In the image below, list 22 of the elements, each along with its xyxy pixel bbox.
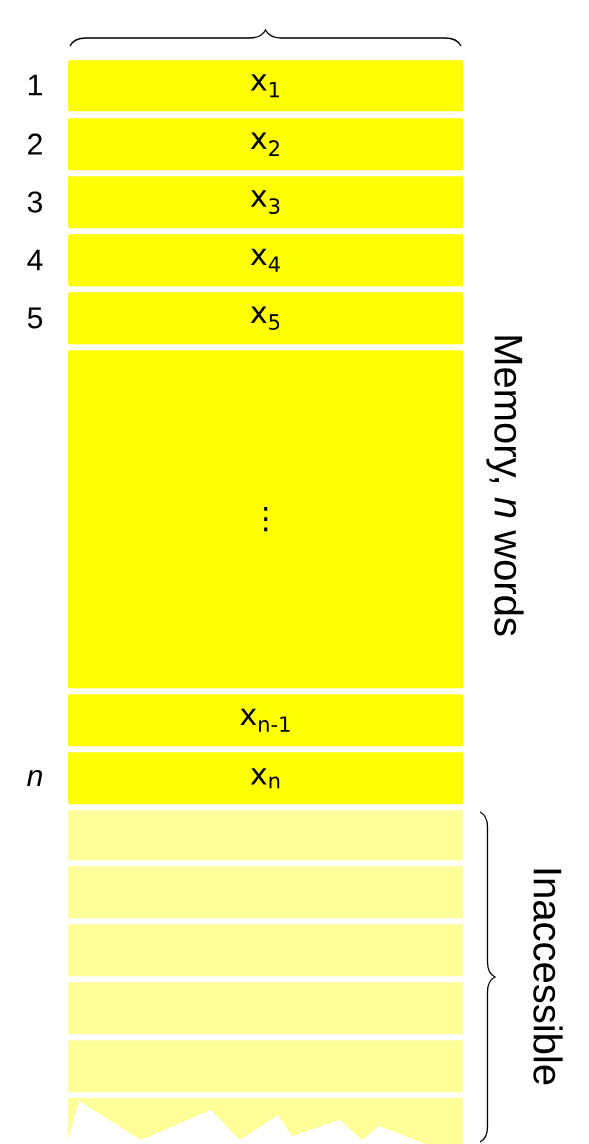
memory-cell: x$_{2}$ bbox=[68, 118, 464, 171]
memory-cell: x$_{n}$ bbox=[68, 752, 464, 805]
memory-cell: x$_{3}$ bbox=[68, 176, 464, 229]
row-number: 5 bbox=[27, 307, 43, 329]
torn-memory-cell bbox=[68, 1098, 463, 1144]
memory-cell: x$_{4}$ bbox=[68, 234, 464, 287]
memory-cell: x$_{1}$ bbox=[68, 60, 464, 112]
memory-cell bbox=[68, 982, 464, 1035]
row-number: 3 bbox=[27, 191, 43, 213]
memory-cell bbox=[68, 1040, 464, 1093]
row-number: 2 bbox=[28, 133, 42, 155]
row-number: 4 bbox=[27, 249, 43, 271]
memory-cell: x$_{n-1}$ bbox=[68, 694, 464, 747]
row-number: n bbox=[27, 769, 42, 787]
memory-cell: x$_{5}$ bbox=[68, 292, 464, 345]
row-number: 1 bbox=[28, 74, 42, 96]
axis-label: Inaccessible bbox=[533, 869, 563, 1085]
memory-cell bbox=[68, 866, 464, 919]
axis-label: Memory, n words bbox=[486, 336, 524, 636]
memory-cell: ⋮ bbox=[68, 350, 464, 689]
memory-cell bbox=[68, 924, 464, 977]
memory-cell bbox=[68, 810, 464, 861]
